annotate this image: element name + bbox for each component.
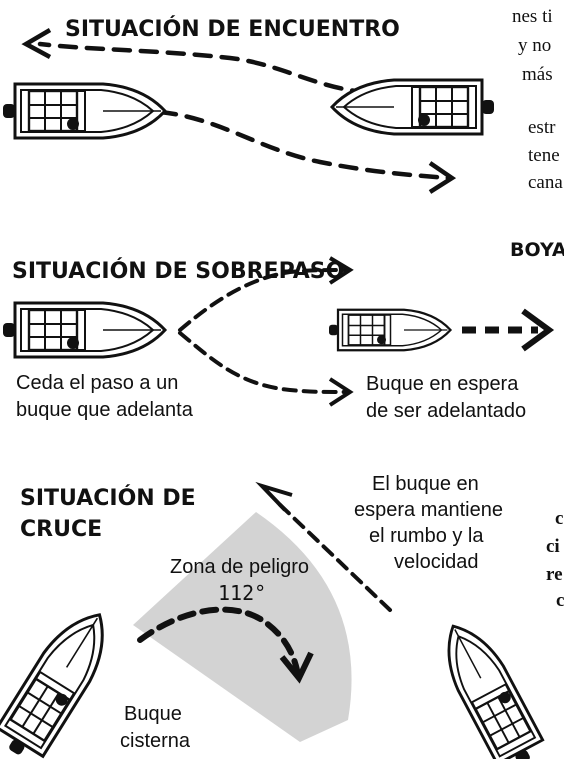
encounter-arrowhead-left [21, 28, 52, 59]
caption-tanker-2: cisterna [120, 730, 191, 752]
caption-tanker-1: Buque [124, 703, 182, 725]
cropped-fragment-1: c [555, 508, 563, 529]
caption-stand-on-4: velocidad [394, 551, 479, 573]
encounter-path-left [37, 41, 398, 95]
encounter-boat-left [1, 82, 167, 140]
cropped-text-line-5: tene [528, 145, 560, 166]
overtaking-path-upper [178, 268, 347, 332]
caption-danger-zone: Zona de peligro [170, 556, 309, 578]
heading-crossing-1: SITUACIÓN DE [20, 485, 196, 511]
cropped-buoy-heading: BOYA [510, 239, 564, 261]
cropped-fragment-2: ci [546, 536, 560, 557]
encounter-boat-right [330, 78, 496, 136]
cropped-fragment-3: re [546, 564, 563, 585]
crossing-give-way-arrowhead [279, 651, 314, 684]
overtaking-arrowhead-lower [328, 377, 354, 407]
caption-stand-on-2: espera mantiene [354, 499, 503, 521]
caption-danger-zone-angle: 112° [218, 581, 266, 605]
overtaking-path-lower [178, 331, 347, 394]
heading-encounter: SITUACIÓN DE ENCUENTRO [65, 16, 400, 42]
cropped-text-line-1: nes ti [512, 6, 553, 27]
encounter-path-right [157, 109, 451, 181]
caption-stand-on-overtaken-1: Buque en espera [366, 373, 519, 395]
crossing-stand-on-boat [429, 612, 550, 759]
caption-stand-on-3: el rumbo y la [369, 525, 484, 547]
caption-give-way-overtake-1: Ceda el paso a un [16, 372, 178, 394]
encounter-arrowhead-right [428, 161, 457, 194]
cropped-text-line-2: y no [518, 35, 551, 56]
overtaking-boat-left [1, 301, 167, 359]
danger-zone-sector [133, 512, 352, 742]
crossing-stand-on-path [273, 498, 392, 612]
cropped-text-line-3: más [522, 64, 553, 85]
caption-give-way-overtake-2: buque que adelanta [16, 399, 194, 421]
heading-crossing-2: CRUCE [20, 517, 102, 542]
overtaking-arrowhead-upper [328, 256, 354, 285]
caption-stand-on-1: El buque en [372, 473, 479, 495]
crossing-stand-on-arrowhead [255, 481, 293, 512]
cropped-text-line-6: cana [528, 172, 563, 193]
caption-stand-on-overtaken-2: de ser adelantado [366, 400, 526, 422]
overtaking-arrowhead-straight [521, 308, 555, 352]
crossing-give-way-path [137, 606, 300, 673]
cropped-text-line-4: estr [528, 117, 556, 138]
cropped-fragment-4: c [556, 590, 564, 611]
crossing-tanker-boat [0, 598, 124, 759]
overtaking-boat-right [327, 308, 452, 352]
